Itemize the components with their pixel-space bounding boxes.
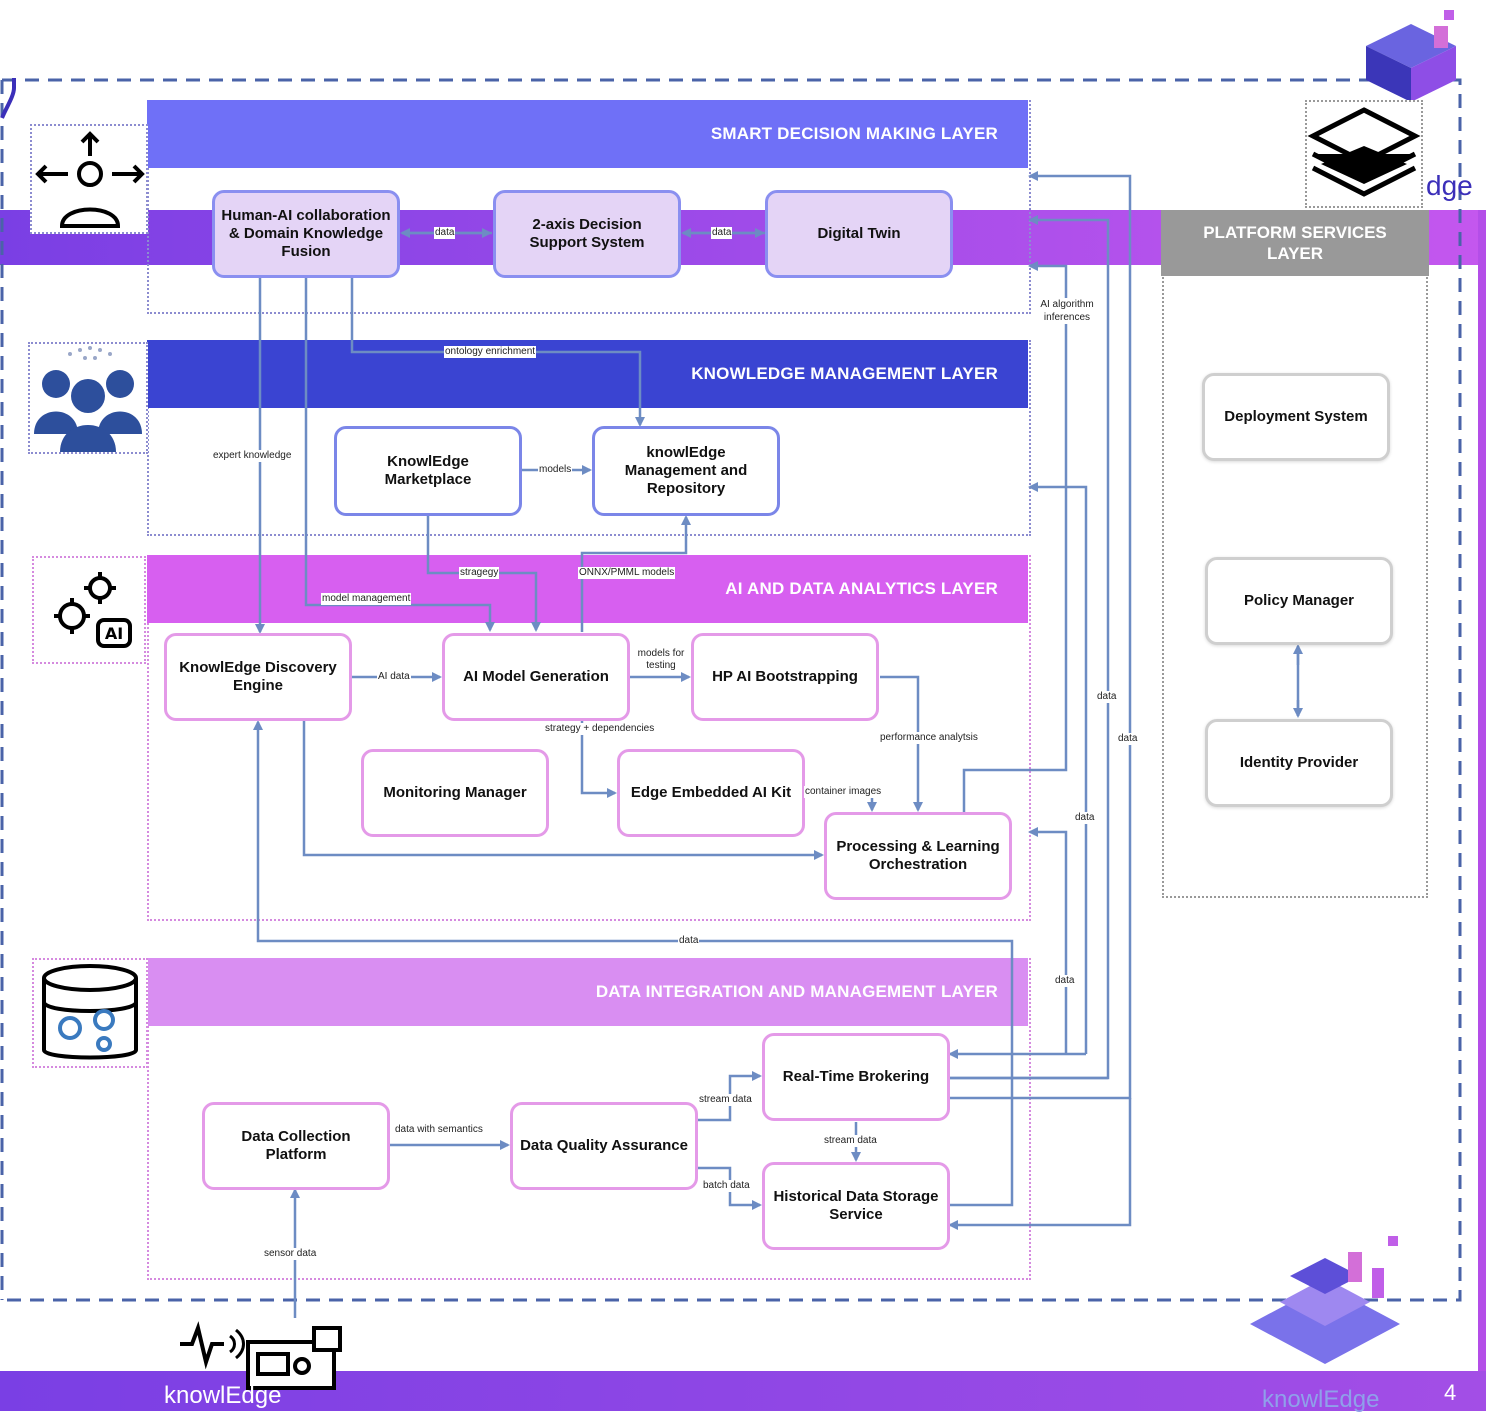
data-collection-node: Data Collection Platform [202,1102,390,1190]
marketplace-node: KnowlEdge Marketplace [334,426,522,516]
edge-label-data: data [434,227,456,239]
svg-text:AI: AI [105,624,123,643]
human-icon-box [30,124,148,234]
layers-stack-box [1305,100,1423,208]
brand-partial-word: dge [1426,170,1473,201]
edge-label-stream-data: stream data [823,1135,878,1147]
deployment-system-node: Deployment System [1202,373,1390,461]
brand-cube-top-icon [1356,6,1466,106]
sensor-device-icon [178,1318,348,1398]
background-band-right [1478,210,1486,1380]
decision-support-node: 2-axis Decision Support System [493,190,681,278]
edge-label-strategy: stragegy [459,567,500,579]
database-gears-icon [42,964,138,1060]
edge-label-batch-data: batch data [702,1180,751,1192]
repository-node: knowlEdge Management and Repository [592,426,780,516]
edge-label-data: data [1054,975,1076,987]
edge-label-data: data [1074,812,1096,824]
edge-label-ai-data: AI data [377,671,411,683]
ai-analytics-layer-title: AI AND DATA ANALYTICS LAYER [147,555,1028,623]
edge-label-data-semantics: data with semantics [394,1124,484,1136]
data-icon-box [32,958,148,1068]
footer-logo-text: knowlEdge [1262,1386,1380,1413]
historical-storage-node: Historical Data Storage Service [762,1162,950,1250]
team-brain-icon [34,346,142,452]
model-generation-node: AI Model Generation [442,633,630,721]
layers-stack-icon [1307,107,1421,197]
edge-label-stream-data: stream data [698,1094,753,1106]
edge-label-data: data [1096,691,1118,703]
ai-gears-icon: AI [54,572,132,648]
edge-label-onnx: ONNX/PMML models [578,567,676,579]
brokering-node: Real-Time Brokering [762,1033,950,1121]
digital-twin-node: Digital Twin [765,190,953,278]
edge-label-models: models [538,464,573,476]
data-quality-node: Data Quality Assurance [510,1102,698,1190]
smart-decision-layer-title: SMART DECISION MAKING LAYER [147,100,1028,168]
identity-provider-node: Identity Provider [1205,719,1393,807]
person-arrows-icon [35,131,145,228]
edge-label-ai-inferences: AI algorithm inferences [1032,298,1102,324]
page-number: 4 [1444,1380,1457,1405]
bootstrapping-node: HP AI Bootstrapping [691,633,879,721]
brand-cube-bottom-icon [1240,1232,1410,1382]
data-integration-layer-title: DATA INTEGRATION AND MANAGEMENT LAYER [147,958,1028,1026]
edge-label-sensor-data: sensor data [263,1248,318,1260]
footer-brand-text: knowlEdge [164,1382,282,1409]
edge-label-expert-knowledge: expert knowledge [212,450,293,462]
edge-label-ontology: ontology enrichment [444,346,537,358]
edge-label-models-testing: models for testing [632,648,690,672]
edge-label-model-management: model management [321,593,412,605]
edge-label-strategy-dependencies: strategy + dependencies [544,723,656,735]
orchestration-node: Processing & Learning Orchestration [824,812,1012,900]
edge-label-data: data [678,935,700,947]
edge-label-performance: performance analytsis [879,732,979,744]
monitoring-manager-node: Monitoring Manager [361,749,549,837]
policy-manager-node: Policy Manager [1205,557,1393,645]
platform-services-title: PLATFORM SERVICES LAYER [1161,210,1429,276]
knowledge-icon-box [28,342,148,454]
ai-icon-box: AI [32,556,146,664]
edge-label-data: data [711,227,733,239]
edge-ai-kit-node: Edge Embedded AI Kit [617,749,805,837]
knowledge-layer-title: KNOWLEDGE MANAGEMENT LAYER [147,340,1028,408]
human-ai-collaboration-node: Human-AI collaboration & Domain Knowledg… [212,190,400,278]
discovery-engine-node: KnowlEdge Discovery Engine [164,633,352,721]
edge-label-data: data [1117,733,1139,745]
edge-label-container-images: container images [804,786,883,798]
